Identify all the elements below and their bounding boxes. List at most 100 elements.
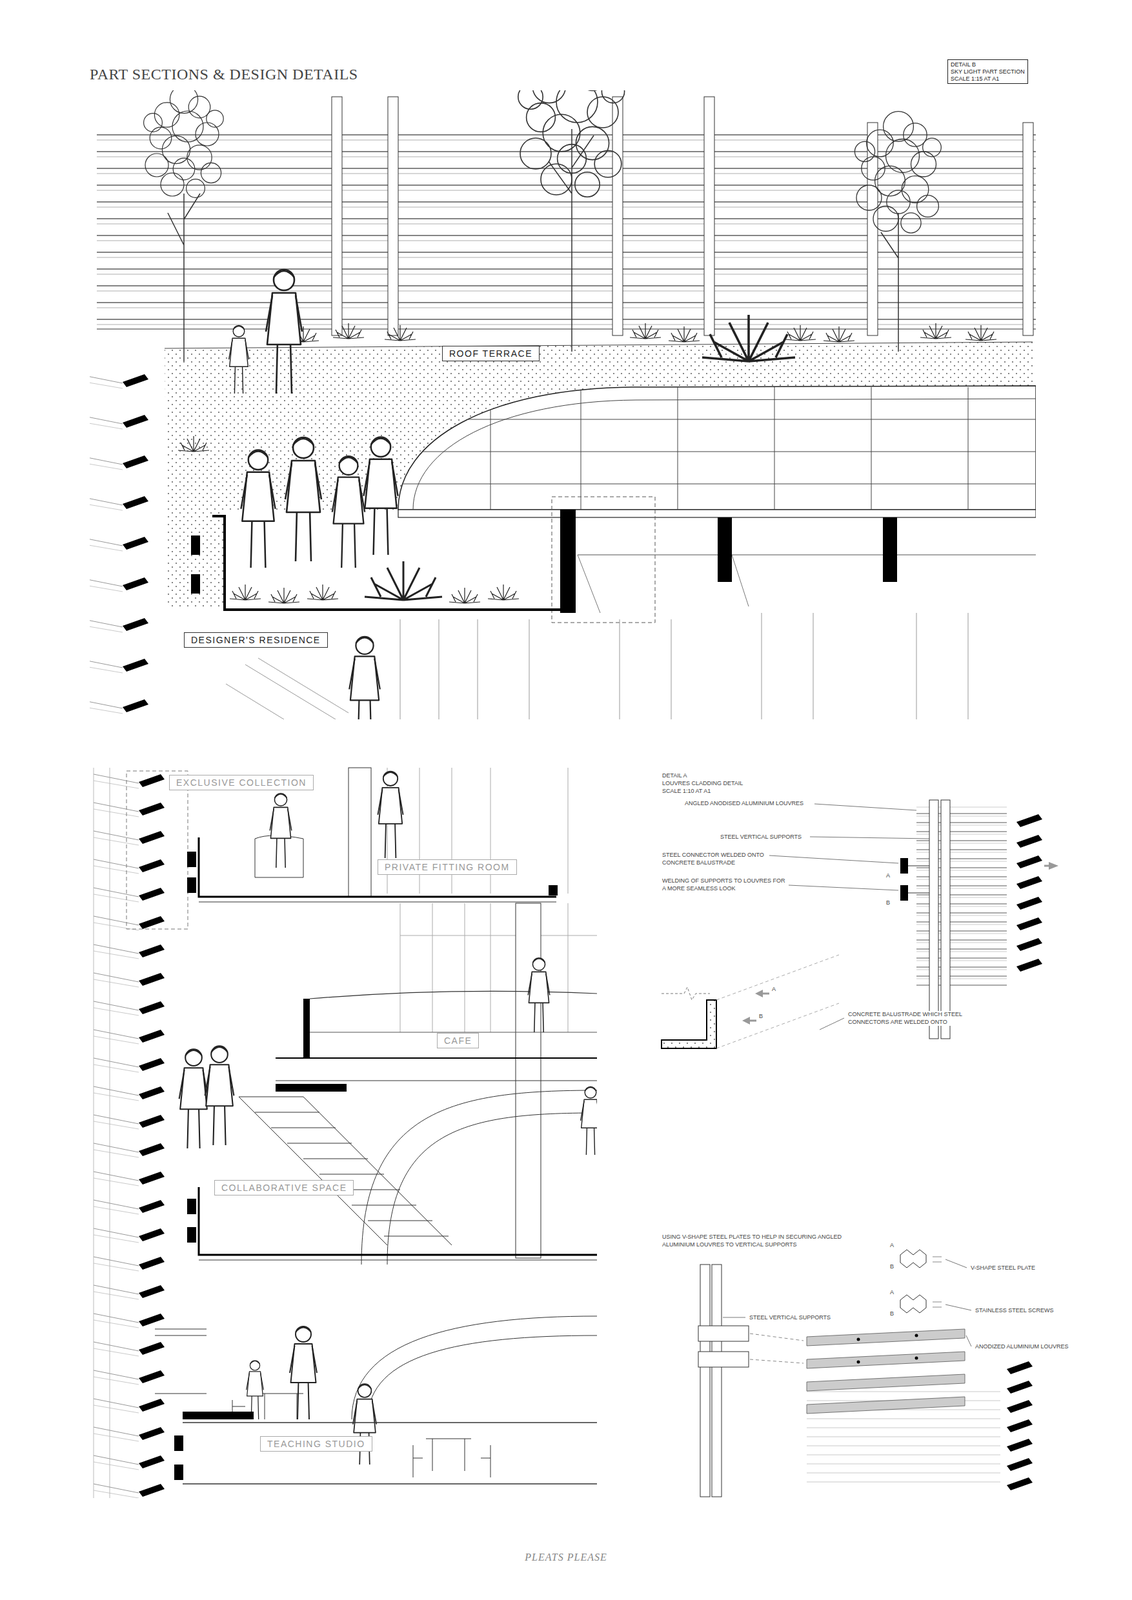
repeated-symbol xyxy=(629,323,661,339)
drawing-path xyxy=(716,955,839,1049)
drawing-line xyxy=(671,619,672,720)
drawing-path xyxy=(361,1090,597,1265)
drawing-path xyxy=(167,193,201,362)
drawing-line xyxy=(722,1317,746,1319)
drawing-line xyxy=(477,619,479,720)
drawing-rect xyxy=(191,574,201,594)
repeated-symbol xyxy=(93,1342,165,1357)
node-text: SCALE 1:15 AT A1 xyxy=(950,75,1025,83)
repeated-symbol xyxy=(89,618,149,633)
annotation-label: B xyxy=(889,1263,895,1272)
repeated-symbol xyxy=(93,1228,165,1244)
node-text: SKY LIGHT PART SECTION xyxy=(950,68,1025,76)
repeated-symbol xyxy=(229,584,261,601)
repeated-symbol xyxy=(289,1326,317,1420)
repeated-symbol xyxy=(784,325,816,341)
drawing-line xyxy=(968,613,969,720)
drawing-path xyxy=(238,1097,452,1246)
repeated-symbol xyxy=(1006,1439,1033,1453)
drawing-path xyxy=(387,1113,597,1265)
repeated-symbol xyxy=(269,793,292,869)
drawing-rect xyxy=(700,1264,710,1498)
repeated-symbol xyxy=(1006,1400,1033,1414)
drawing-rect xyxy=(612,96,623,336)
drawing-path xyxy=(548,129,594,352)
drawing-line xyxy=(916,613,918,720)
repeated-symbol xyxy=(307,584,339,601)
repeated-symbol xyxy=(1016,855,1043,869)
drawing-path xyxy=(238,1097,449,1237)
drawing-line xyxy=(749,1020,757,1023)
drawing-rect xyxy=(387,96,399,336)
repeated-symbol xyxy=(93,1285,165,1300)
node-text: COLLABORATIVE SPACE xyxy=(221,1182,347,1194)
drawing-line xyxy=(275,1081,597,1082)
node-text: EXCLUSIVE COLLECTION xyxy=(176,777,307,789)
drawing-line xyxy=(400,903,401,1033)
drawing-line xyxy=(400,619,401,720)
annotation-label: DETAIL A xyxy=(661,772,688,781)
repeated-symbol xyxy=(93,1058,165,1073)
drawing-path xyxy=(198,837,557,898)
drawing-line xyxy=(182,1422,597,1424)
drawing-rect xyxy=(182,1412,254,1420)
drawing-g xyxy=(89,374,149,714)
drawing-polygon xyxy=(806,1397,965,1415)
drawing-g xyxy=(331,96,1034,336)
drawing-g xyxy=(806,1329,965,1415)
drawing-g xyxy=(749,1334,804,1364)
drawing-line xyxy=(945,1304,972,1311)
repeated-symbol xyxy=(1016,897,1043,910)
repeated-symbol xyxy=(89,577,149,592)
repeated-symbol xyxy=(518,90,625,197)
repeated-symbol xyxy=(240,450,275,568)
drawing-polygon xyxy=(806,1374,965,1392)
repeated-symbol xyxy=(89,496,149,511)
repeated-symbol xyxy=(854,111,941,234)
repeated-symbol xyxy=(178,436,210,452)
annotation-label: B xyxy=(758,1013,764,1021)
drawing-line xyxy=(387,484,1036,485)
repeated-symbol xyxy=(823,326,855,343)
repeated-symbol xyxy=(93,1143,165,1158)
drawing-rect xyxy=(187,1227,197,1244)
drawing-line xyxy=(490,387,492,510)
drawing-line xyxy=(432,903,434,1033)
drawing-rect xyxy=(560,509,576,614)
annotation-label: B xyxy=(885,899,891,908)
drawing-line xyxy=(490,903,492,1033)
drawing-line xyxy=(619,619,621,720)
annotation-label: A xyxy=(889,1289,895,1298)
repeated-symbol xyxy=(246,1361,264,1420)
drawing-g xyxy=(154,1316,597,1478)
drawing-rect xyxy=(717,517,732,583)
repeated-symbol xyxy=(93,944,165,960)
repeated-symbol xyxy=(93,831,165,846)
repeated-symbol xyxy=(93,1001,165,1016)
sheet-title: PART SECTIONS & DESIGN DETAILS xyxy=(89,65,359,84)
repeated-symbol xyxy=(333,323,364,339)
annotation-label: B xyxy=(889,1310,895,1319)
repeated-symbol xyxy=(377,771,403,859)
drawing-line xyxy=(577,555,1036,556)
drawing-line xyxy=(908,866,930,867)
drawing-polygon xyxy=(806,1329,965,1347)
repeated-symbol xyxy=(668,326,700,343)
node-text: DESIGNER'S RESIDENCE xyxy=(191,635,321,646)
drawing-line xyxy=(819,1018,845,1031)
drawing-line xyxy=(871,387,872,510)
drawing-path xyxy=(309,991,597,1000)
repeated-symbol xyxy=(1006,1361,1033,1375)
drawing-line xyxy=(677,387,679,510)
drawing-path xyxy=(932,1257,942,1308)
drawing-rect xyxy=(187,1199,197,1215)
repeated-symbol xyxy=(527,958,550,1033)
annotation-label: V-SHAPE STEEL PLATE xyxy=(970,1264,1036,1273)
drawing-line xyxy=(966,1335,972,1347)
drawing-g xyxy=(857,1334,919,1365)
annotation-label: A xyxy=(889,1242,895,1251)
repeated-symbol xyxy=(580,1086,597,1156)
repeated-symbol xyxy=(384,325,416,341)
